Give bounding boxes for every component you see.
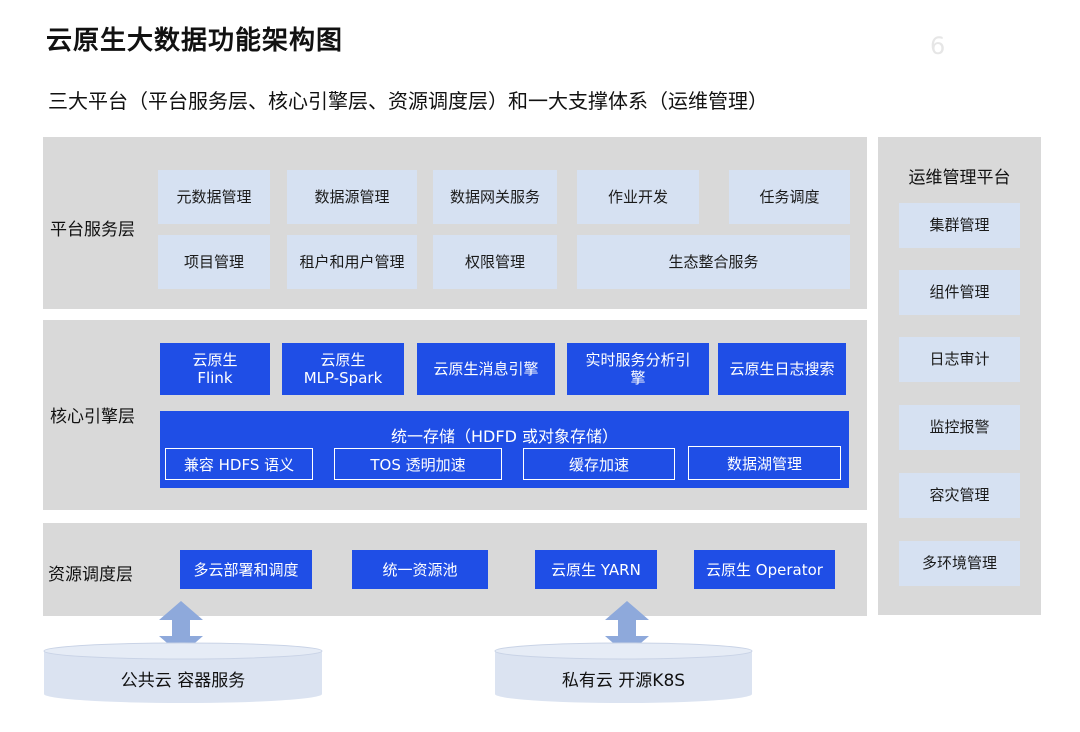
cloud-native-yarn-box: 云原生 YARN [535,550,657,589]
resource-layer-label: 资源调度层 [48,565,133,585]
multicloud-deployment-box: 多云部署和调度 [180,550,312,589]
message-engine-box: 云原生消息引擎 [417,343,555,395]
task-scheduling-box: 任务调度 [729,170,850,224]
page-number: 6 [930,32,946,60]
ops-platform-title: 运维管理平台 [908,168,1011,188]
ecosystem-integration-box: 生态整合服务 [577,235,850,289]
page-subtitle: 三大平台（平台服务层、核心引擎层、资源调度层）和一大支撑体系（运维管理） [48,89,768,113]
log-search-engine-box: 云原生日志搜索 [718,343,846,395]
hdfs-compatible-box: 兼容 HDFS 语义 [165,448,313,480]
permission-management-box: 权限管理 [433,235,557,289]
disaster-recovery-box: 容灾管理 [899,473,1020,518]
bidirectional-arrow-left [159,601,203,655]
data-gateway-service-box: 数据网关服务 [433,170,557,224]
private-cloud-label: 私有云 开源K8S [561,670,686,691]
bidirectional-arrow-right [605,601,649,655]
unified-resource-pool-box: 统一资源池 [352,550,488,589]
project-management-box: 项目管理 [158,235,270,289]
realtime-analytics-engine-box: 实时服务分析引擎 [567,343,709,395]
cache-acceleration-box: 缓存加速 [523,448,675,480]
metadata-management-box: 元数据管理 [158,170,270,224]
page-title: 云原生大数据功能架构图 [46,26,344,56]
tenant-user-management-box: 租户和用户管理 [287,235,417,289]
cloud-native-operator-box: 云原生 Operator [694,550,835,589]
unified-storage-title: 统一存储（HDFD 或对象存储） [391,427,618,446]
public-cloud-label: 公共云 容器服务 [120,670,246,691]
platform-layer-label: 平台服务层 [50,220,135,240]
private-cloud-cylinder [494,642,753,704]
monitoring-alarm-box: 监控报警 [899,405,1020,450]
mlp-spark-engine-box: 云原生 MLP-Spark [282,343,404,395]
datasource-management-box: 数据源管理 [287,170,417,224]
unified-storage-panel [160,411,849,488]
multi-environment-box: 多环境管理 [899,541,1020,586]
data-lake-management-box: 数据湖管理 [688,446,841,480]
engine-layer-label: 核心引擎层 [50,407,135,427]
flink-engine-box: 云原生 Flink [160,343,270,395]
log-audit-box: 日志审计 [899,337,1020,382]
job-development-box: 作业开发 [577,170,699,224]
cluster-management-box: 集群管理 [899,203,1020,248]
component-management-box: 组件管理 [899,270,1020,315]
tos-acceleration-box: TOS 透明加速 [334,448,502,480]
public-cloud-cylinder [43,642,323,703]
